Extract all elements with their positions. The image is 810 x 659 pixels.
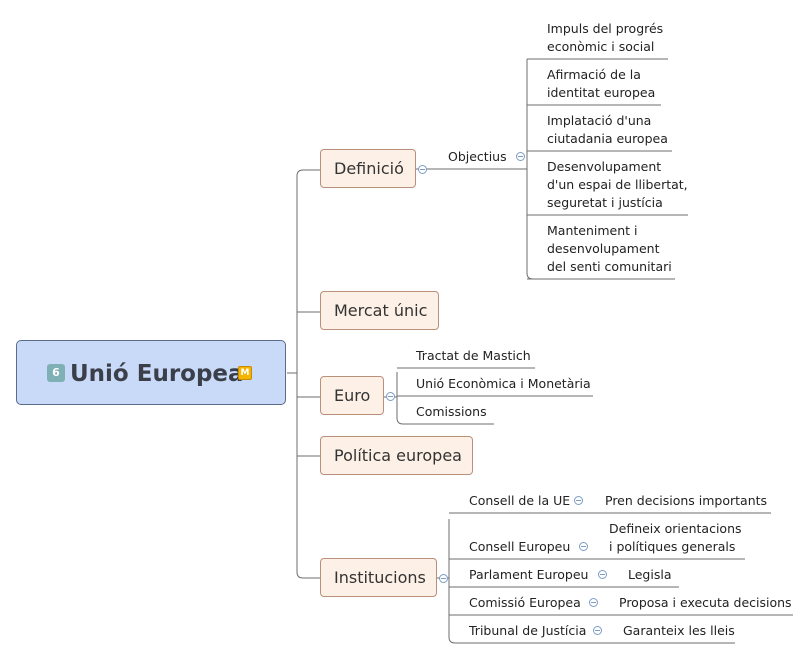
collapse-icon[interactable] [593, 626, 602, 635]
institution-name[interactable]: Tribunal de Justícia [469, 623, 587, 638]
collapse-icon[interactable] [516, 152, 525, 161]
institution-name[interactable]: Comissió Europea [469, 595, 581, 610]
root-badge: 6 [47, 364, 65, 382]
institution-detail[interactable]: i polítiques generals [609, 539, 736, 554]
euro-item[interactable]: Unió Econòmica i Monetària [416, 376, 591, 391]
institution-detail[interactable]: Garanteix les lleis [623, 623, 735, 638]
objective-line: d'un espai de llibertat, [547, 177, 688, 192]
institution-detail[interactable]: Legisla [628, 567, 672, 582]
subtopic-objectius[interactable]: Objectius [448, 149, 507, 164]
collapse-icon[interactable] [579, 542, 588, 551]
objective-line: desenvolupament [547, 241, 660, 256]
collapse-icon[interactable] [574, 496, 583, 505]
topic-euro[interactable]: Euro [320, 376, 384, 415]
objective-line: del senti comunitari [547, 259, 672, 274]
collapse-icon[interactable] [589, 598, 598, 607]
topic-institucions[interactable]: Institucions [320, 558, 437, 597]
objective-line: identitat europea [547, 85, 656, 100]
topic-mercat-unic[interactable]: Mercat únic [320, 291, 439, 330]
objective-line: seguretat i justícia [547, 195, 663, 210]
institution-detail[interactable]: Proposa i executa decisions [619, 595, 792, 610]
objective-line: ciutadania europea [547, 131, 668, 146]
objective-line: Desenvolupament [547, 159, 662, 174]
central-topic-title: Unió Europea [70, 361, 244, 387]
institution-name[interactable]: Parlament Europeu [469, 567, 589, 582]
collapse-icon[interactable] [386, 392, 395, 401]
collapse-icon[interactable] [439, 574, 448, 583]
euro-item[interactable]: Comissions [416, 404, 487, 419]
collapse-icon[interactable] [598, 570, 607, 579]
marker-icon: M [238, 366, 252, 380]
objective-line: Implatació d'una [547, 113, 652, 128]
institution-name[interactable]: Consell de la UE [469, 493, 571, 508]
objective-line: econòmic i social [547, 39, 655, 54]
objective-line: Manteniment i [547, 223, 638, 238]
institution-detail[interactable]: Pren decisions importants [605, 493, 768, 508]
objective-line: Afirmació de la [547, 67, 641, 82]
collapse-icon[interactable] [418, 165, 427, 174]
objective-line: Impuls del progrés [547, 21, 664, 36]
institution-name[interactable]: Consell Europeu [469, 539, 571, 554]
institution-detail[interactable]: Defineix orientacions [609, 521, 742, 536]
euro-item[interactable]: Tractat de Mastich [416, 348, 531, 363]
topic-definicio[interactable]: Definició [320, 149, 416, 188]
topic-politica-europea[interactable]: Política europea [320, 436, 473, 475]
